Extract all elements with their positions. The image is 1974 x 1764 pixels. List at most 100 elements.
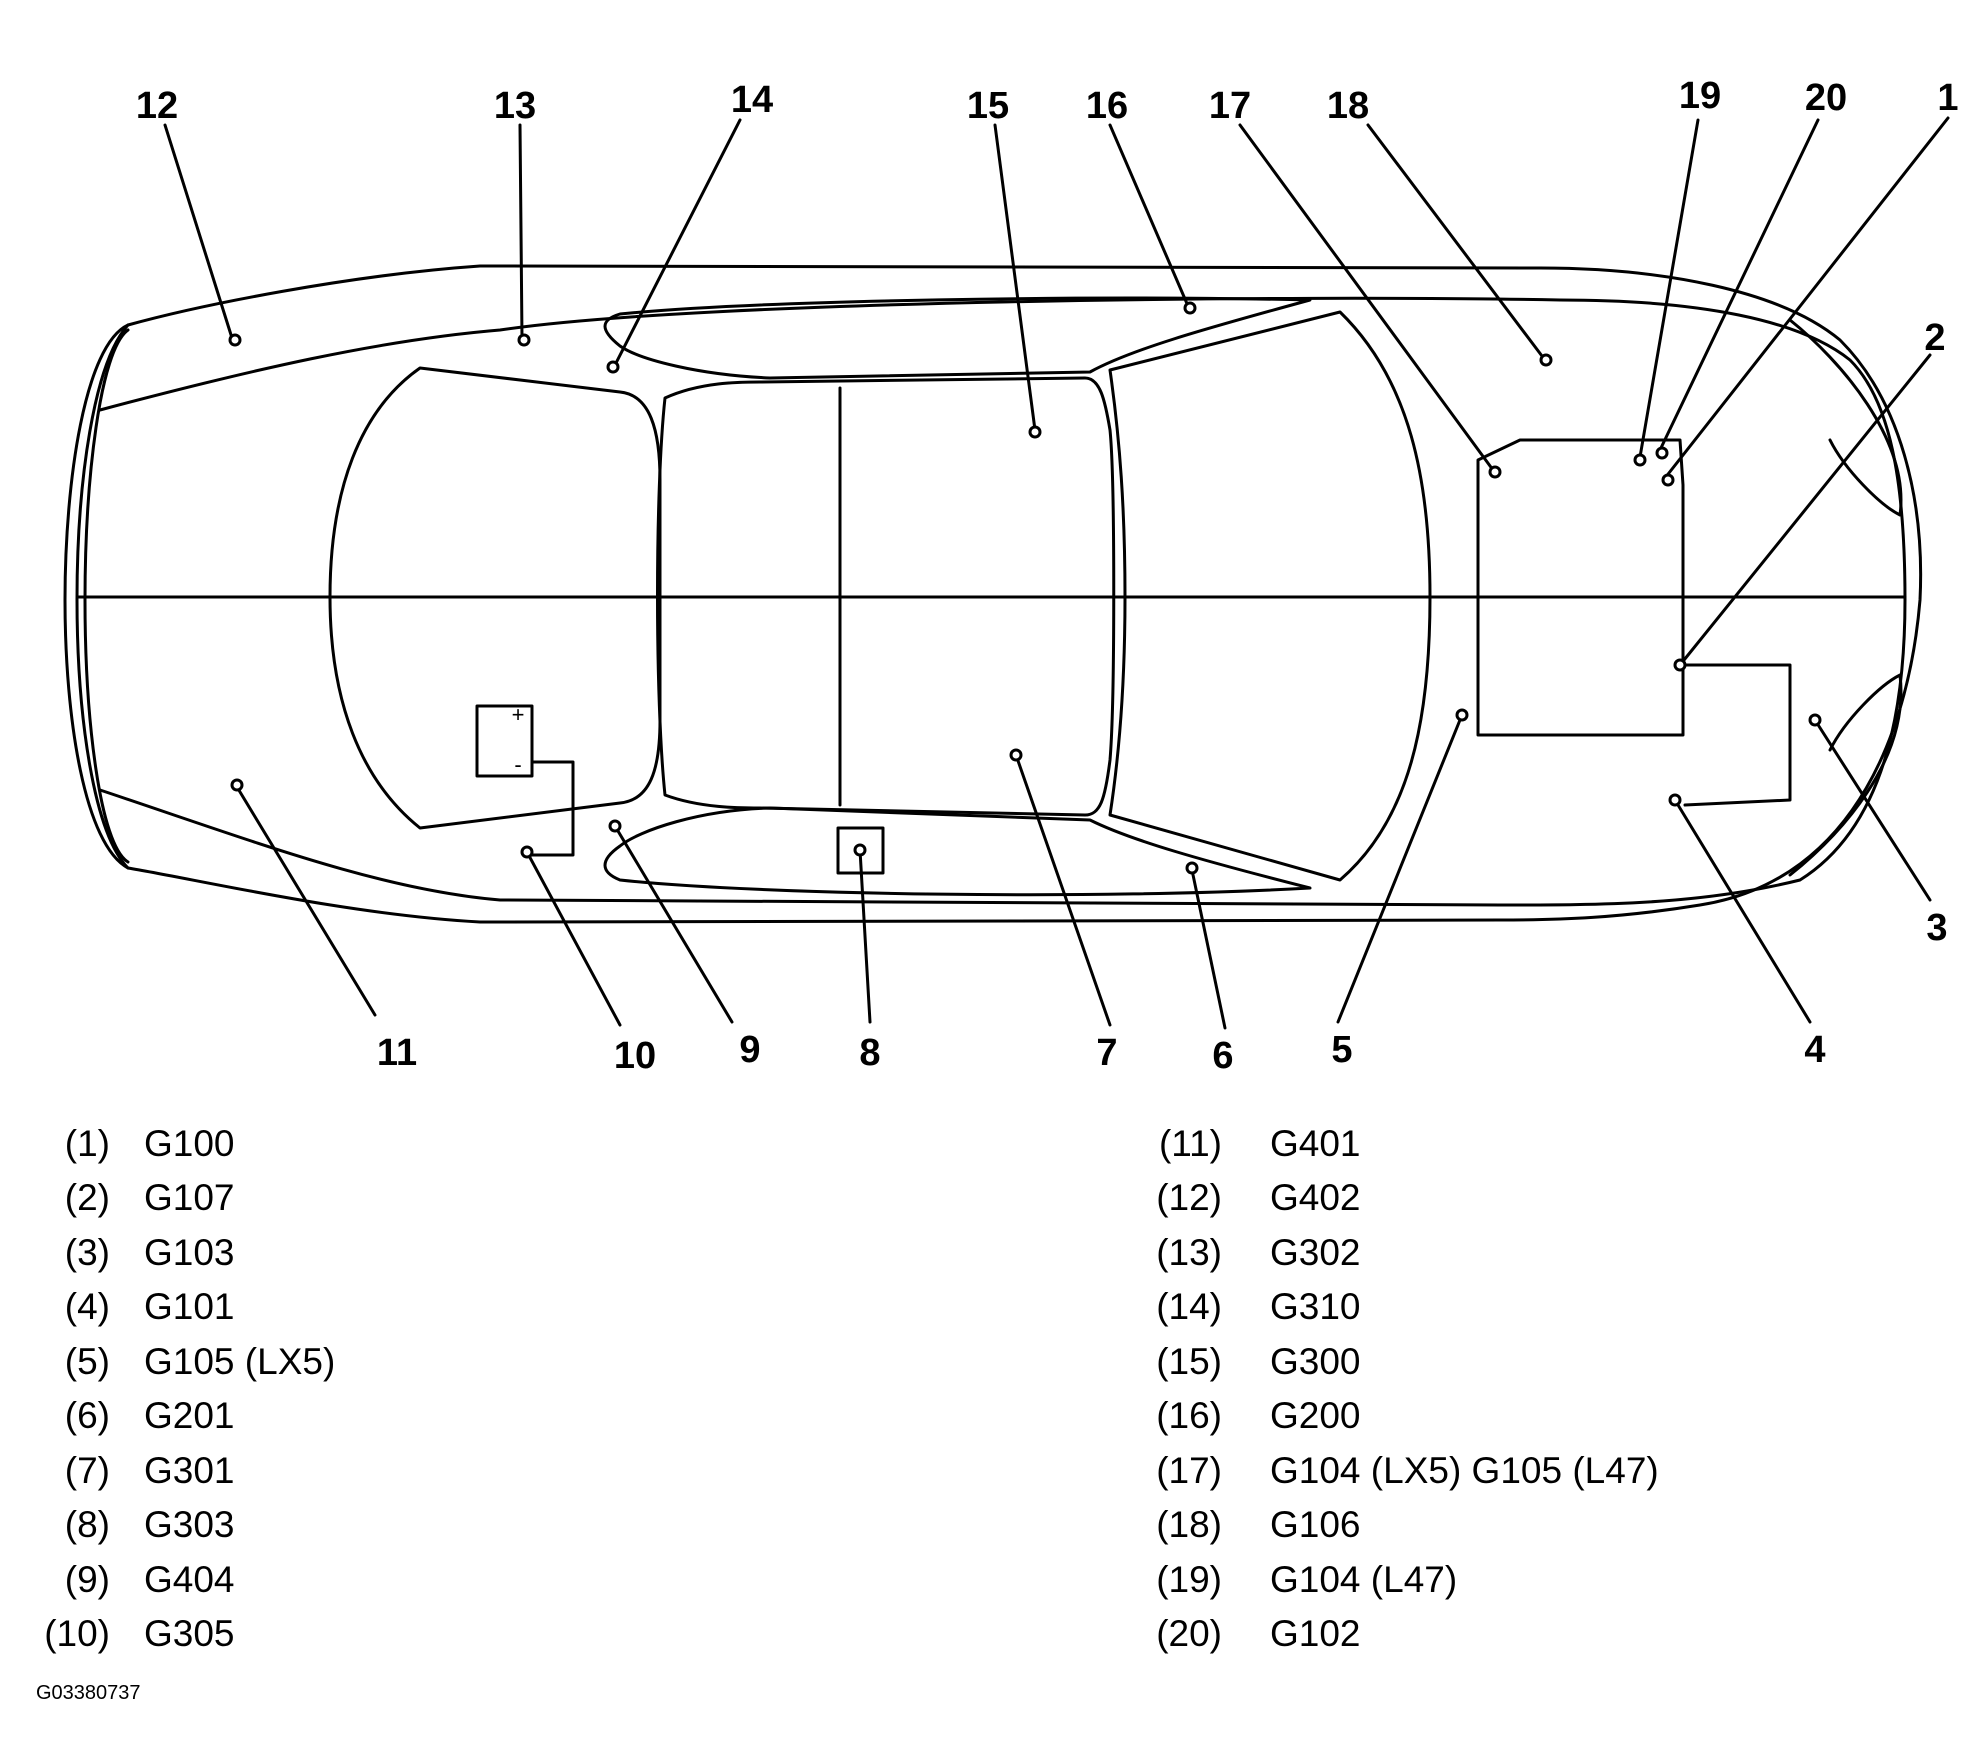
tail-light-top [1788, 318, 1903, 517]
ground-point-14[interactable] [606, 360, 620, 374]
legend-num: (20) [1156, 1613, 1222, 1654]
ground-point-13[interactable] [517, 333, 531, 347]
legend-item-6: (6) G201 [0, 1394, 400, 1438]
legend-item-15: (15) G300 [1100, 1340, 1800, 1384]
legend-code: G104 (LX5) G105 (L47) [1270, 1450, 1659, 1491]
callout-1: 1 [1937, 77, 1958, 119]
legend-num: (12) [1156, 1177, 1222, 1218]
legend-code: G106 [1270, 1504, 1361, 1545]
legend-item-5: (5) G105 (LX5) [0, 1340, 400, 1384]
ground-point-19[interactable] [1633, 453, 1647, 467]
callout-3: 3 [1926, 907, 1947, 949]
legend-item-14: (14) G310 [1100, 1285, 1800, 1329]
legend-code: G305 [144, 1613, 235, 1654]
legend-item-2: (2) G107 [0, 1176, 400, 1220]
callout-2: 2 [1924, 317, 1945, 359]
ground-point-5[interactable] [1455, 708, 1469, 722]
ground-point-8[interactable] [853, 843, 867, 857]
legend-num: (16) [1156, 1395, 1222, 1436]
legend-code: G104 (L47) [1270, 1559, 1458, 1600]
legend-num: (8) [64, 1504, 110, 1545]
legend-item-18: (18) G106 [1100, 1503, 1800, 1547]
battery-plus: + [512, 702, 525, 727]
ground-point-15[interactable] [1028, 425, 1042, 439]
legend-code: G200 [1270, 1395, 1361, 1436]
legend-code: G303 [144, 1504, 235, 1545]
legend-num: (2) [64, 1177, 110, 1218]
ground-point-12[interactable] [228, 333, 242, 347]
callout-16: 16 [1086, 85, 1128, 127]
roof-panel [656, 376, 1116, 817]
legend-code: G107 [144, 1177, 235, 1218]
legend-code: G105 (LX5) [144, 1341, 336, 1382]
ground-point-1[interactable] [1661, 473, 1675, 487]
callout-12: 12 [136, 85, 178, 127]
legend-code: G100 [144, 1123, 235, 1164]
legend-num: (15) [1156, 1341, 1222, 1382]
legend-num: (10) [44, 1613, 110, 1654]
battery-minus: - [514, 752, 521, 777]
callout-numbers: 1 2 3 4 5 6 7 8 9 10 11 12 13 14 15 16 1… [136, 75, 1959, 1077]
callout-7: 7 [1096, 1032, 1117, 1074]
legend-num: (19) [1156, 1559, 1222, 1600]
ground-points [228, 301, 1822, 875]
legend-item-10: (10) G305 [0, 1612, 400, 1656]
callout-5: 5 [1331, 1029, 1352, 1071]
legend-num: (14) [1156, 1286, 1222, 1327]
legend-item-1: (1) G100 [0, 1122, 400, 1166]
legend-code: G401 [1270, 1123, 1361, 1164]
callout-6: 6 [1212, 1035, 1233, 1077]
ground-point-16[interactable] [1183, 301, 1197, 315]
legend-item-7: (7) G301 [0, 1449, 400, 1493]
legend-item-19: (19) G104 (L47) [1100, 1558, 1800, 1602]
legend-item-9: (9) G404 [0, 1558, 400, 1602]
ground-point-9[interactable] [608, 819, 622, 833]
battery-cable [525, 760, 575, 857]
ground-point-6[interactable] [1185, 861, 1199, 875]
legend-code: G102 [1270, 1613, 1361, 1654]
ground-point-7[interactable] [1009, 748, 1023, 762]
battery-icon [475, 704, 534, 778]
legend-item-4: (4) G101 [0, 1285, 400, 1329]
trunk-wire [1681, 663, 1792, 807]
trunk-module [1476, 438, 1685, 737]
legend-num: (5) [64, 1341, 110, 1382]
legend-item-8: (8) G303 [0, 1503, 400, 1547]
callout-18: 18 [1327, 85, 1369, 127]
callout-13: 13 [494, 85, 536, 127]
legend-code: G310 [1270, 1286, 1361, 1327]
callout-14: 14 [731, 79, 773, 121]
ground-point-4[interactable] [1668, 793, 1682, 807]
legend-code: G404 [144, 1559, 235, 1600]
ground-point-2[interactable] [1673, 658, 1687, 672]
ground-point-3[interactable] [1808, 713, 1822, 727]
legend-num: (9) [64, 1559, 110, 1600]
callout-8: 8 [859, 1032, 880, 1074]
legend-num: (6) [64, 1395, 110, 1436]
car-body-outline [75, 264, 1923, 924]
callout-20: 20 [1805, 77, 1847, 119]
legend-code: G101 [144, 1286, 235, 1327]
legend-code: G301 [144, 1450, 235, 1491]
ground-point-18[interactable] [1539, 353, 1553, 367]
legend-item-11: (11) G401 [1100, 1122, 1800, 1166]
legend-num: (4) [64, 1286, 110, 1327]
legend-item-16: (16) G200 [1100, 1394, 1800, 1438]
ground-point-11[interactable] [230, 778, 244, 792]
ground-point-10[interactable] [520, 845, 534, 859]
legend-num: (7) [64, 1450, 110, 1491]
door-sill-bottom [603, 806, 1312, 897]
car-inner-outline [98, 296, 1907, 907]
callout-10: 10 [614, 1035, 656, 1077]
legend-item-20: (20) G102 [1100, 1612, 1800, 1656]
ground-point-17[interactable] [1488, 465, 1502, 479]
vehicle-ground-locations-diagram: + - 1 2 3 4 5 6 7 8 9 10 11 12 [63, 75, 1959, 1077]
legend-num: (13) [1156, 1232, 1222, 1273]
front-bumper-inner [83, 328, 130, 864]
ground-point-20[interactable] [1655, 446, 1669, 460]
callout-17: 17 [1209, 85, 1251, 127]
figure-code: G03380737 [36, 1682, 141, 1704]
legend-num: (18) [1156, 1504, 1222, 1545]
legend-code: G402 [1270, 1177, 1361, 1218]
legend-code: G300 [1270, 1341, 1361, 1382]
